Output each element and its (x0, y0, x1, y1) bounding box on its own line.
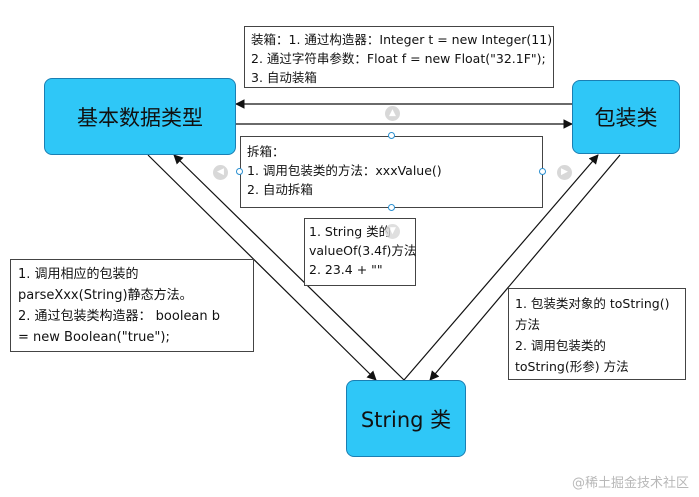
connect-left-icon[interactable]: ◀ (213, 165, 228, 180)
note-boxing: 装箱：1. 通过构造器：Integer t = new Integer(11) … (244, 26, 554, 88)
note-basic-to-string: 1. String 类的 valueOf(3.4f)方法 2. 23.4 + "… (304, 218, 416, 286)
note-basic-to-string-line: 1. String 类的 (309, 224, 392, 239)
note-boxing-line: 装箱：1. 通过构造器：Integer t = new Integer(11) (251, 32, 553, 47)
arrow-basic-to-string (147, 154, 377, 381)
resize-handle[interactable] (388, 132, 395, 139)
note-string-to-basic-line: = new Boolean("true"); (18, 330, 170, 345)
node-basic-label: 基本数据类型 (77, 105, 203, 130)
note-string-to-basic-line: parseXxx(String)静态方法。 (18, 288, 193, 303)
arrow-string-to-wrapper (403, 154, 599, 381)
note-basic-to-string-line: 2. 23.4 + "" (309, 262, 383, 277)
arrow-wrapper-to-string (429, 154, 621, 381)
arrow-string-to-basic (173, 154, 405, 381)
note-basic-to-string-line: valueOf(3.4f)方法 (309, 243, 417, 258)
note-wrapper-to-string-line: toString(形参) 方法 (515, 359, 629, 374)
connect-down-icon[interactable]: ▼ (385, 224, 400, 239)
node-wrapper-label: 包装类 (594, 106, 658, 130)
resize-handle[interactable] (388, 204, 395, 211)
note-wrapper-to-string-line: 1. 包装类对象的 toString() (515, 296, 670, 311)
connect-up-icon[interactable]: ▲ (385, 106, 400, 121)
resize-handle[interactable] (236, 168, 243, 175)
connect-right-icon[interactable]: ▶ (557, 165, 572, 180)
note-string-to-basic-line: 1. 调用相应的包装的 (18, 267, 139, 282)
note-unboxing-line: 2. 自动拆箱 (247, 182, 313, 197)
node-basic-data-type[interactable]: 基本数据类型 (44, 78, 236, 155)
note-string-to-basic: 1. 调用相应的包装的 parseXxx(String)静态方法。 2. 通过包… (10, 259, 254, 352)
node-string-class[interactable]: String 类 (346, 380, 466, 457)
note-wrapper-to-string-line: 方法 (515, 317, 541, 332)
note-wrapper-to-string-line: 2. 调用包装类的 (515, 338, 606, 353)
node-wrapper-class[interactable]: 包装类 (572, 80, 680, 154)
watermark: @稀土掘金技术社区 (571, 476, 689, 491)
note-wrapper-to-string: 1. 包装类对象的 toString() 方法 2. 调用包装类的 toStri… (508, 288, 686, 380)
note-boxing-line: 2. 通过字符串参数：Float f = new Float("32.1F"); (251, 51, 546, 66)
node-string-label: String 类 (360, 407, 452, 432)
resize-handle[interactable] (539, 168, 546, 175)
note-string-to-basic-line: 2. 通过包装类构造器： boolean b (18, 309, 221, 324)
note-unboxing-line: 1. 调用包装类的方法：xxxValue() (247, 163, 442, 178)
note-unboxing: 拆箱： 1. 调用包装类的方法：xxxValue() 2. 自动拆箱 (240, 136, 543, 208)
note-unboxing-line: 拆箱： (247, 144, 285, 159)
note-boxing-line: 3. 自动装箱 (251, 70, 317, 85)
